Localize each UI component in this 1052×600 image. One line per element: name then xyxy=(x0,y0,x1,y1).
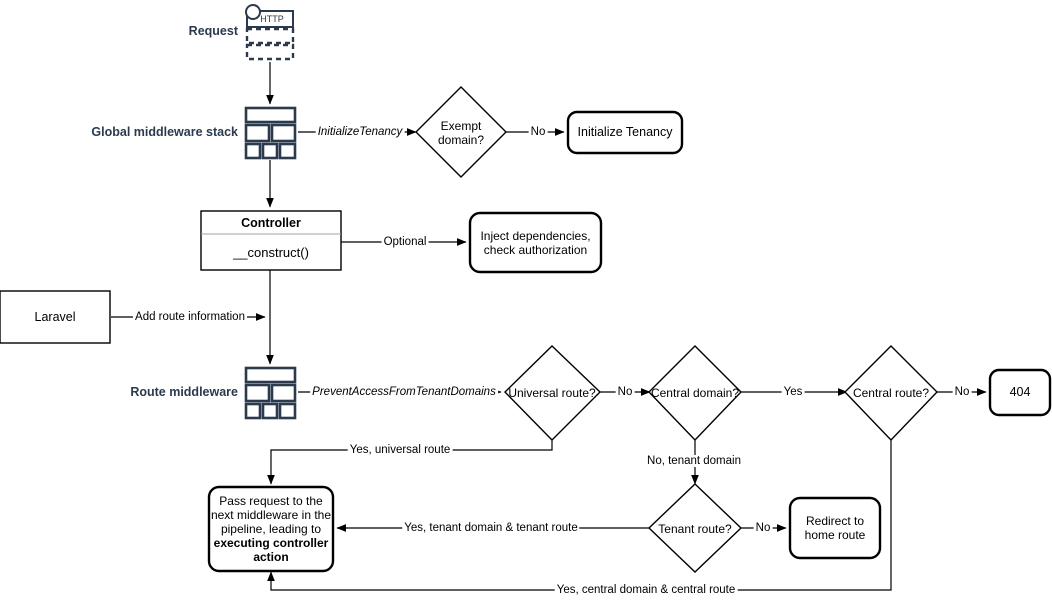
node-label-central-domain: Central domain? xyxy=(650,385,740,400)
node-label-controller-title: Controller xyxy=(241,215,301,230)
middleware-stack-icon-global xyxy=(244,106,297,160)
node-label-redirect-home-route: Redirect to home route xyxy=(804,514,866,542)
decision-exempt-domain xyxy=(415,86,507,178)
node-label-initialize-tenancy: Initialize Tenancy xyxy=(577,125,673,139)
side-label-route-middleware: Route middleware xyxy=(130,385,238,399)
side-label-global-middleware-stack: Global middleware stack xyxy=(91,125,238,139)
edge-label-prevent-access: PreventAccessFromTenantDomains xyxy=(310,386,498,398)
node-label-tenant-route: Tenant route? xyxy=(658,521,732,536)
http-badge-label: HTTP xyxy=(260,14,284,24)
edge-label-optional: Optional xyxy=(381,236,429,248)
node-label-pass-request: Pass request to the next middleware in t… xyxy=(209,487,333,571)
edge-label-yes-universal-route: Yes, universal route xyxy=(347,444,453,456)
node-initialize-tenancy xyxy=(566,110,684,155)
node-label-laravel: Laravel xyxy=(34,309,76,324)
node-label-controller-method: __construct() xyxy=(233,244,309,260)
edge-label-yes-central-domain-central-route: Yes, central domain & central route xyxy=(554,584,738,596)
decision-universal-route xyxy=(504,345,602,441)
edge-label-universal-no: No xyxy=(615,386,635,398)
side-label-request: Request xyxy=(188,24,238,38)
node-label-central-route: Central route? xyxy=(852,385,930,400)
edge-label-no-tenant-domain: No, tenant domain xyxy=(645,455,743,467)
decision-central-domain xyxy=(648,345,742,442)
edge-label-yes-tenant-domain-tenant-route: Yes, tenant domain & tenant route xyxy=(402,522,580,534)
node-redirect-home-route xyxy=(788,496,882,560)
node-laravel xyxy=(0,290,111,344)
node-404 xyxy=(988,368,1052,417)
decision-tenant-route xyxy=(647,483,743,573)
pass-request-bold-text: executing controller action xyxy=(213,536,329,564)
edge-label-add-route-information: Add route information xyxy=(133,311,247,323)
edge-label-central-domain-yes: Yes xyxy=(781,386,805,398)
node-label-inject-dependencies: Inject dependencies, check authorization xyxy=(480,228,591,257)
pass-request-plain-text: Pass request to the next middleware in t… xyxy=(210,494,332,536)
node-label-exempt-domain: Exempt domain? xyxy=(437,118,485,147)
node-controller xyxy=(200,210,342,271)
http-request-icon xyxy=(245,4,295,61)
node-label-universal-route: Universal route? xyxy=(508,385,596,400)
node-inject-dependencies xyxy=(468,211,603,274)
middleware-stack-icon-route xyxy=(244,366,297,420)
node-label-404: 404 xyxy=(1009,385,1031,399)
edge-label-central-route-no: No xyxy=(952,386,972,398)
edge-label-exempt-no: No xyxy=(528,126,548,138)
edge-label-initialize-tenancy: InitializeTenancy xyxy=(315,126,405,138)
edge-label-tenant-route-no: No xyxy=(753,522,773,534)
decision-central-route xyxy=(844,345,938,442)
node-pass-request xyxy=(207,485,335,573)
